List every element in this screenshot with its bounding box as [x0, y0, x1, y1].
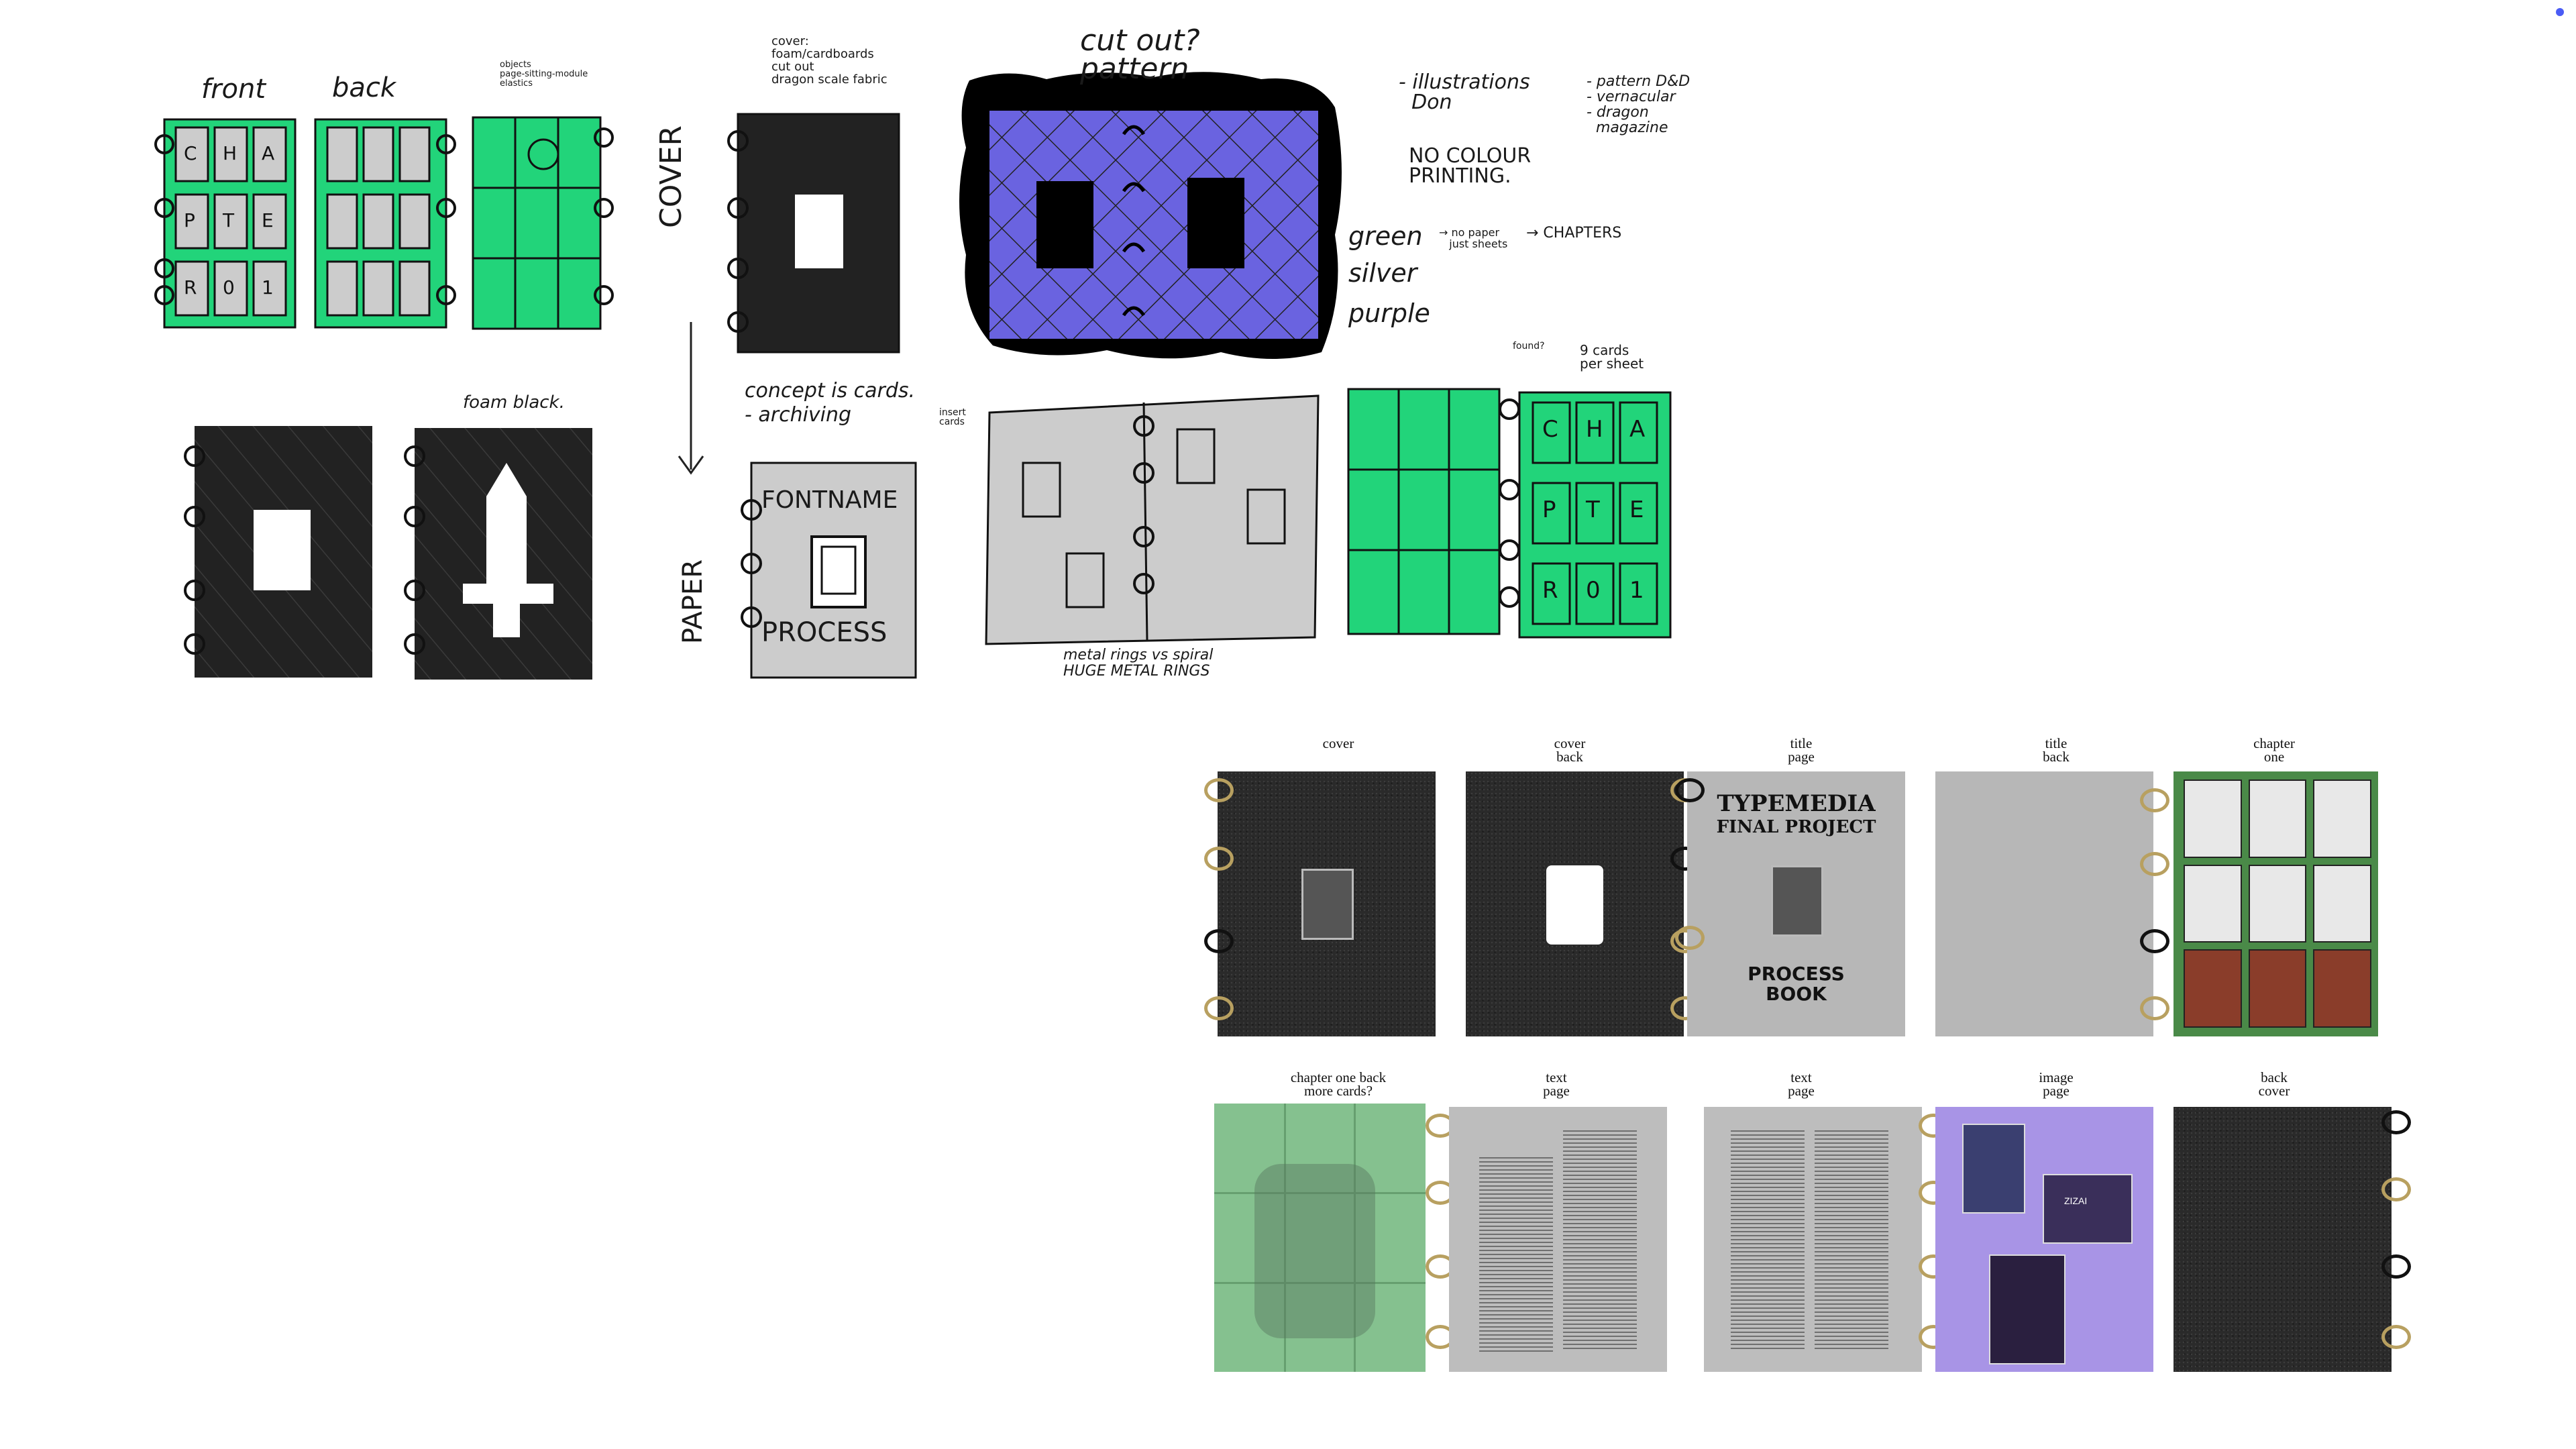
mockup-label-image-page: imagepage [1976, 1071, 2137, 1097]
mockup-text-page-1[interactable] [1449, 1107, 1667, 1372]
trading-card [2249, 949, 2307, 1028]
card-grid [2184, 780, 2371, 1028]
sketch-label-back: back [332, 72, 396, 103]
trading-card [2184, 865, 2242, 943]
sketch-blue-cover [959, 72, 1342, 359]
mockup-cover[interactable] [1218, 771, 1436, 1036]
sketch-label-front: front [201, 74, 266, 105]
ring [2381, 1254, 2411, 1279]
trading-card [2313, 780, 2371, 858]
trading-card [2249, 780, 2307, 858]
mockup-label-chapter-one: chapterone [2194, 737, 2355, 763]
ring [1675, 778, 1705, 802]
ring [2381, 1325, 2411, 1349]
sketch-nine-cards: 9 cards per sheet [1580, 343, 1644, 370]
ring [2140, 929, 2169, 953]
title-card-icon [1771, 865, 1823, 936]
mockup-chapter-one[interactable] [2174, 771, 2378, 1036]
sketch-cut-out: cut out? pattern [1080, 27, 1200, 83]
ring [1204, 778, 1234, 802]
ring [2140, 996, 2169, 1020]
cover-card-icon [1301, 869, 1354, 940]
sketch-foam-cover-sword [405, 428, 592, 680]
sketch-arrow [679, 322, 703, 473]
mockup-title-back[interactable] [1935, 771, 2153, 1036]
sketch-chapters: → CHAPTERS [1526, 225, 1621, 241]
mockup-text-page-2[interactable] [1704, 1107, 1922, 1372]
ring [2140, 852, 2169, 876]
trading-card [2313, 865, 2371, 943]
sketch-label-objects: objects page-sitting-module elastics [500, 60, 588, 89]
sketch-color-silver: silver [1348, 258, 1417, 288]
sketch-pattern-list: - pattern D&D - vernacular - dragon maga… [1587, 74, 1690, 136]
sketch-green-note: → no paper just sheets [1439, 227, 1507, 250]
mockup-cover-back[interactable] [1466, 771, 1684, 1036]
mockup-image-page[interactable]: ZIZAI [1935, 1107, 2153, 1372]
ring [2381, 1110, 2411, 1134]
photo-thumbnail: ZIZAI [2043, 1174, 2133, 1244]
photo-thumbnail [1989, 1254, 2065, 1364]
mockup-label-text-page-2: textpage [1721, 1071, 1882, 1097]
mockup-title-page[interactable]: TYPEMEDIA FINAL PROJECT PROCESS BOOK [1687, 771, 1905, 1036]
sketch-cover-vertical: COVER [654, 125, 688, 228]
cover-window [1546, 865, 1603, 945]
sketch-concept: concept is cards. - archiving [745, 379, 915, 427]
sketch-foam-cover-window [185, 426, 372, 678]
ring [1204, 929, 1234, 953]
trading-card [2249, 865, 2307, 943]
title-line-4: BOOK [1687, 983, 1905, 1005]
trading-card [2313, 949, 2371, 1028]
sketch-insert-cards: insert cards [939, 408, 966, 427]
sketch-color-green: green [1348, 221, 1423, 251]
mockup-label-cover-back: coverback [1489, 737, 1650, 763]
mockup-label-cover: cover [1258, 737, 1419, 750]
ring [1204, 996, 1234, 1020]
text-column [1479, 1157, 1553, 1352]
mockup-label-back-cover: backcover [2194, 1071, 2355, 1097]
sleeve-shadow [1254, 1164, 1375, 1338]
ring [1204, 847, 1234, 871]
sketch-front-letters: CHA PTE R01 [176, 127, 286, 315]
trading-card [2184, 780, 2242, 858]
status-dot [2556, 8, 2564, 16]
sketch-paper-vertical: PAPER [678, 559, 708, 644]
ring [2381, 1177, 2411, 1201]
ring [2140, 788, 2169, 812]
sketch-found: found? [1513, 341, 1545, 352]
sketch-foam-black: foam black. [463, 392, 565, 413]
sketch-no-colour: NO COLOUR PRINTING. [1409, 146, 1531, 186]
photo-screen-text: ZIZAI [2064, 1195, 2087, 1206]
sketch-illustrations: - illustrations Don [1399, 72, 1530, 113]
sketch-cover-black [729, 114, 899, 352]
mockup-chapter-one-back[interactable] [1214, 1104, 1426, 1372]
mockup-back-cover[interactable] [2174, 1107, 2392, 1372]
sketch-grey-spread [986, 396, 1318, 644]
text-column [1815, 1130, 1888, 1352]
sketch-fontname: FONTNAME [761, 486, 898, 514]
sketch-color-purple: purple [1348, 299, 1430, 328]
mockup-label-chapter-one-back: chapter one backmore cards? [1258, 1071, 1419, 1097]
sketch-objects-sheet [473, 117, 612, 329]
title-line-2: FINAL PROJECT [1687, 817, 1905, 837]
ring [1675, 926, 1705, 950]
mockup-label-title-back: titleback [1976, 737, 2137, 763]
mockup-label-title-page: titlepage [1721, 737, 1882, 763]
trading-card [2184, 949, 2242, 1028]
sketch-chapter-letters: CHA PTE R01 [1533, 402, 1657, 624]
mockup-label-text-page-1: textpage [1476, 1071, 1637, 1097]
text-column [1563, 1130, 1637, 1352]
photo-thumbnail [1962, 1124, 2025, 1214]
title-line-3: PROCESS [1687, 963, 1905, 985]
sketch-metal-rings: metal rings vs spiral HUGE METAL RINGS [1063, 647, 1213, 680]
title-line-1: TYPEMEDIA [1687, 790, 1905, 817]
text-column [1731, 1130, 1805, 1352]
sketch-back-sheet [315, 119, 455, 327]
sketch-cover-note: cover: foam/cardboards cut out dragon sc… [771, 35, 888, 86]
sketch-process: PROCESS [761, 617, 887, 648]
